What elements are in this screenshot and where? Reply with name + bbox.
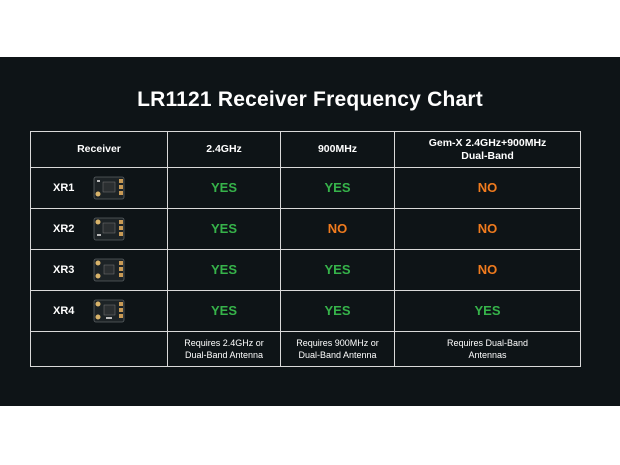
receiver-board-image xyxy=(93,176,125,200)
support-value: NO xyxy=(477,180,498,195)
receiver-name: XR2 xyxy=(53,223,75,235)
support-value: YES xyxy=(210,303,237,318)
support-value: YES xyxy=(210,262,237,277)
header-dual-band: Gem-X 2.4GHz+900MHz Dual-Band xyxy=(394,131,581,168)
frequency-table: Receiver 2.4GHz 900MHz Gem-X 2.4GHz+900M… xyxy=(30,131,581,367)
header-900mhz: 900MHz xyxy=(280,131,395,168)
table-row: XR2 YES NO NO xyxy=(30,208,581,250)
header-24ghz: 2.4GHz xyxy=(167,131,281,168)
receiver-name: XR3 xyxy=(53,264,75,276)
table-row: XR3 YES YES NO xyxy=(30,249,581,291)
support-value: NO xyxy=(327,221,348,236)
support-value: NO xyxy=(477,262,498,277)
support-value: NO xyxy=(477,221,498,236)
support-value: YES xyxy=(474,303,501,318)
header-receiver: Receiver xyxy=(30,131,168,168)
table-row: XR4 YES YES YES xyxy=(30,290,581,332)
note-24ghz: Requires 2.4GHz or Dual-Band Antenna xyxy=(167,331,281,367)
support-value: YES xyxy=(210,221,237,236)
receiver-name: XR4 xyxy=(53,305,75,317)
note-dual-band: Requires Dual-Band Antennas xyxy=(394,331,581,367)
receiver-board-image xyxy=(93,299,125,323)
receiver-board-image xyxy=(93,217,125,241)
support-value: YES xyxy=(324,303,351,318)
note-900mhz: Requires 900MHz or Dual-Band Antenna xyxy=(280,331,395,367)
notes-row: Requires 2.4GHz or Dual-Band Antenna Req… xyxy=(30,331,581,367)
receiver-name: XR1 xyxy=(53,182,75,194)
header-row: Receiver 2.4GHz 900MHz Gem-X 2.4GHz+900M… xyxy=(30,131,581,168)
support-value: YES xyxy=(210,180,237,195)
chart-title: LR1121 Receiver Frequency Chart xyxy=(137,88,483,111)
table-row: XR1 YES YES NO xyxy=(30,167,581,209)
support-value: YES xyxy=(324,262,351,277)
support-value: YES xyxy=(324,180,351,195)
receiver-board-image xyxy=(93,258,125,282)
